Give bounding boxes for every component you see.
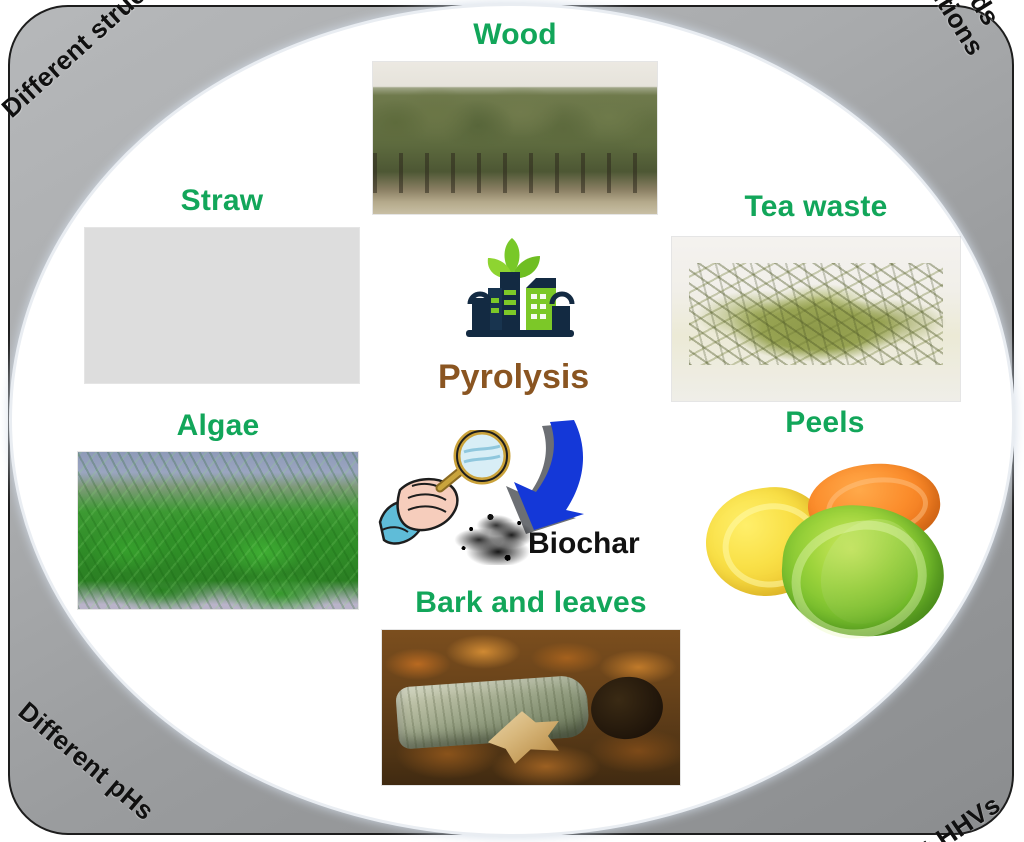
feedstock-label-peels: Peels [785,406,865,439]
feedstock-label-algae: Algae [176,409,260,442]
feedstock-image-bark-and-leaves [382,630,680,785]
product-label-biochar: Biochar [528,527,640,560]
log-hollow-shape [586,671,667,744]
process-label-pyrolysis: Pyrolysis [438,358,590,396]
feedstock-image-algae [78,452,358,609]
feedstock-image-tea-waste [672,237,960,401]
factory-with-leaves-icon [448,232,578,352]
hand-holding-magnifier-icon [378,427,518,560]
black-char-powder-icon [452,505,548,565]
feedstock-image-straw [85,228,359,383]
feedstock-label-wood: Wood [473,18,557,51]
feedstock-image-wood [373,62,657,214]
feedstock-label-bark-and-leaves: Bark and leaves [415,586,647,619]
feedstock-label-straw: Straw [180,184,264,217]
feedstock-label-tea-waste: Tea waste [744,190,888,223]
feedstock-image-peels [700,450,950,645]
